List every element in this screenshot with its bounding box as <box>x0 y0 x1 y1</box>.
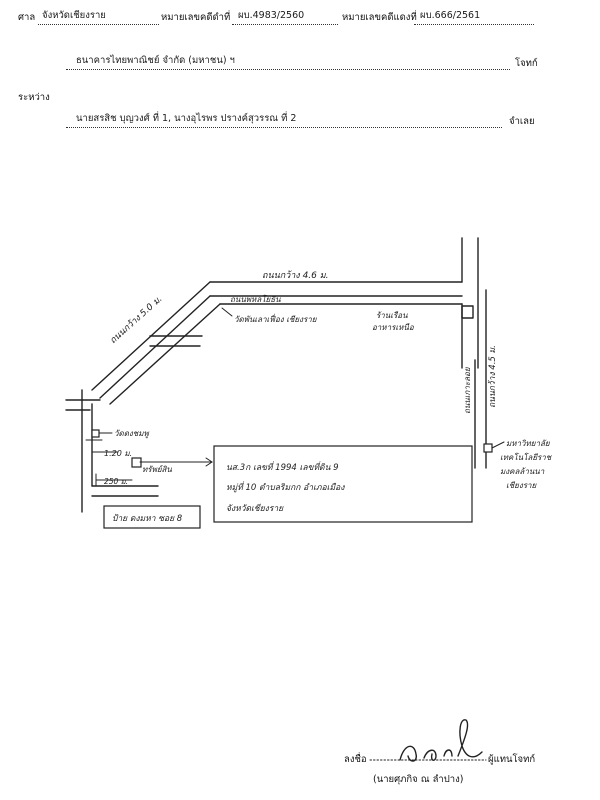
land-note-line-3: จังหวัดเชียงราย <box>226 503 284 514</box>
between-label: ระหว่าง <box>18 92 50 103</box>
temple-label: วัดพันเลาเฟื่อง เชียงราย <box>234 313 318 324</box>
temple-left-label: วัดดงชมพู <box>114 429 149 439</box>
diagonal-road-lower-edge <box>109 303 221 405</box>
note-pointer-arrowhead <box>205 457 213 467</box>
red-case-dotted-line <box>414 24 534 25</box>
red-case-label: หมายเลขคดีแดงที่ <box>342 12 417 23</box>
diagonal-road-middle-edge <box>99 295 211 399</box>
signature-role: ผู้แทนโจทก์ <box>488 754 536 765</box>
court-dotted-line <box>38 24 159 25</box>
width-small-label: 1.20 ม. <box>104 449 132 458</box>
defendant-label: จำเลย <box>509 116 535 127</box>
court-label: ศาล <box>18 12 36 23</box>
sign-label: ป้าย ดงมหา ซอย 8 <box>112 513 183 524</box>
plaintiff-label: โจทก์ <box>515 58 538 69</box>
land-note-box <box>213 445 473 523</box>
road-right-name-label: ถนนเกาะลอย <box>463 366 472 414</box>
restaurant-label-line2: อาหารเหนือ <box>372 323 415 332</box>
restaurant-label-line1: ร้านเรือน <box>376 311 408 320</box>
plaintiff-value: ธนาคารไทยพาณิชย์ จำกัด (มหาชน) ฯ <box>76 55 235 66</box>
black-case-value: ผบ.4983/2560 <box>238 10 305 21</box>
university-marker <box>483 443 493 453</box>
land-note-line-1: นส.3ก เลขที่ 1994 เลขที่ดิน 9 <box>226 461 339 473</box>
restaurant-marker-box <box>461 305 474 319</box>
university-label-line1: มหาวิทยาลัย <box>506 439 551 448</box>
signature-scribble <box>399 719 483 762</box>
defendant-dotted-line <box>66 127 502 128</box>
red-case-value: ผบ.666/2561 <box>420 10 481 21</box>
defendant-value: นายสรสิช บุญวงศ์ ที่ 1, นางอุไรพร ปรางค์… <box>76 113 297 124</box>
target-label: ทรัพย์สิน <box>142 464 172 474</box>
road-name-top-label: ถนนพหลโยธิน <box>230 294 281 304</box>
sign-label: ลงชื่อ <box>344 754 367 765</box>
road-top-label: ถนนกว้าง 4.6 ม. <box>262 270 329 281</box>
temple-left-marker <box>91 429 100 438</box>
university-leader <box>491 441 505 449</box>
sign-box <box>103 505 201 529</box>
university-label-line2: เทคโนโลยีราช <box>500 452 553 462</box>
university-label-line3: มงคลล้านนา <box>500 467 545 476</box>
signature-name: (นายศุภกิจ ณ ลำปาง) <box>373 774 464 785</box>
university-label-line4: เชียงราย <box>506 481 538 490</box>
court-value: จังหวัดเชียงราย <box>42 10 106 21</box>
black-case-dotted-line <box>232 24 338 25</box>
property-marker <box>131 457 142 468</box>
land-note-line-2: หมู่ที่ 10 ตำบลริมกก อำเภอเมือง <box>226 481 345 493</box>
temple-leader <box>221 307 233 317</box>
black-case-label: หมายเลขคดีดำที่ <box>161 12 231 23</box>
road-diagonal-label: ถนนกว้าง 5.0 ม. <box>108 294 165 347</box>
plaintiff-dotted-line <box>66 69 510 70</box>
distance-label: 250 ม. <box>104 477 128 486</box>
road-right-width-label: ถนนกว้าง 4.5 ม. <box>487 345 498 408</box>
